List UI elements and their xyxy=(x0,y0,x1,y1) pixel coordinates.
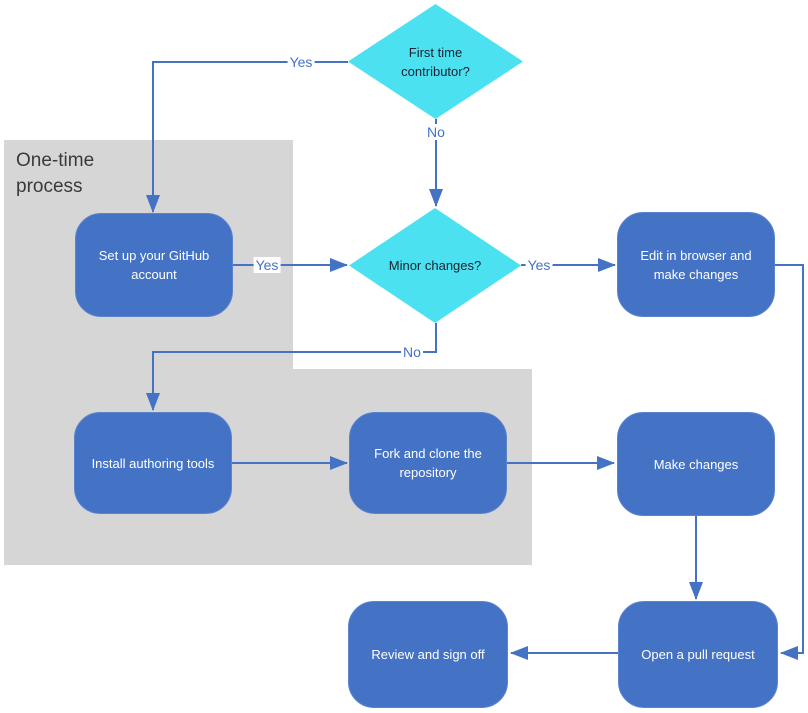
node-install-authoring-tools: Install authoring tools xyxy=(74,412,232,514)
node-edit-in-browser: Edit in browser and make changes xyxy=(617,212,775,317)
node-label: Install authoring tools xyxy=(91,455,215,471)
edge-label-yes: Yes xyxy=(287,54,315,70)
node-make-changes: Make changes xyxy=(617,412,775,516)
node-first-time-contributor: First time contributor? xyxy=(348,4,523,119)
region-label: One-time process xyxy=(16,150,95,197)
node-review-and-sign-off: Review and sign off xyxy=(348,601,508,708)
edge-edit-to-openpr xyxy=(775,264,804,660)
node-label: Set up your GitHub account xyxy=(98,248,210,282)
node-setup-github-account: Set up your GitHub account xyxy=(75,213,233,317)
node-open-pull-request: Open a pull request xyxy=(618,601,778,708)
node-label: First time contributor? xyxy=(401,44,470,79)
node-label: Minor changes? xyxy=(388,258,482,273)
edge-label-no: No xyxy=(425,124,447,140)
node-label: Open a pull request xyxy=(641,647,755,662)
node-label: Make changes xyxy=(653,456,739,472)
edge-label-yes: Yes xyxy=(253,257,281,273)
node-minor-changes: Minor changes? xyxy=(349,208,521,323)
edge-label-no: No xyxy=(401,344,423,360)
node-label: Fork and clone the repository xyxy=(374,446,482,480)
node-fork-and-clone: Fork and clone the repository xyxy=(349,412,507,514)
node-label: Review and sign off xyxy=(371,647,485,662)
node-label: Edit in browser and make changes xyxy=(640,247,752,282)
edge-label-yes: Yes xyxy=(525,257,553,273)
